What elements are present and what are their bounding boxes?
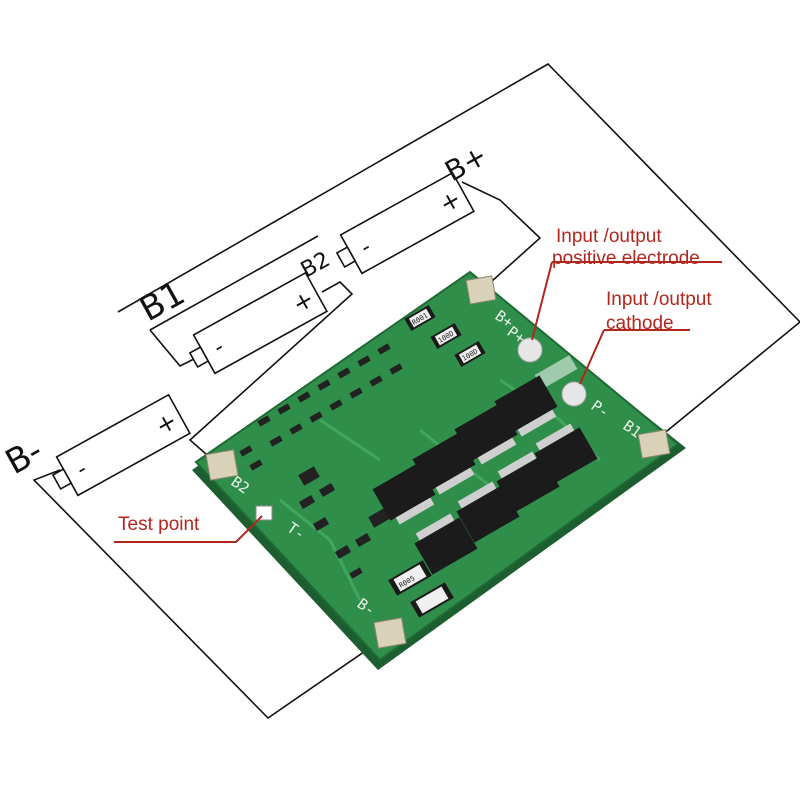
- wire-b2-to-pad: [188, 281, 354, 469]
- mosfet-group: [372, 375, 598, 575]
- mosfet: [456, 481, 520, 543]
- resistor-bottom-1: R005: [388, 560, 432, 596]
- pad-b-minus: [373, 617, 407, 649]
- smd-components: [239, 343, 403, 579]
- battery-cell-2: - +: [188, 271, 328, 375]
- pad-b2: [205, 449, 239, 481]
- mosfet: [496, 451, 560, 513]
- mosfet: [534, 423, 598, 485]
- callout-cathode-line2: cathode: [606, 313, 674, 334]
- wire-b1-bar: [149, 235, 319, 331]
- battery-cell-3: - +: [335, 171, 475, 275]
- callout-line-positive: [531, 261, 553, 341]
- wire-b1-to-pad: [655, 321, 800, 441]
- pad-p-minus: [561, 381, 587, 407]
- mosfet: [412, 433, 476, 495]
- label-b-minus: B-: [0, 431, 49, 483]
- callout-line-cathode: [579, 329, 605, 385]
- pcb-board: B+ P+ P- B1 B2 B- T- R001 100D 100D R005: [192, 270, 686, 670]
- pad-b1: [637, 429, 671, 459]
- mosfet: [414, 513, 478, 575]
- label-b1: B1: [133, 273, 192, 330]
- wire-b1-junction: [149, 329, 201, 367]
- mosfet: [372, 463, 436, 525]
- callout-line-test: [114, 515, 263, 543]
- wire-b-plus-to-pad: [461, 181, 542, 291]
- callout-positive-line1: Input /output: [556, 226, 662, 247]
- resistor-bottom-2: [410, 582, 454, 618]
- wire-group: [32, 62, 800, 720]
- battery-cell-1: - +: [51, 393, 191, 497]
- mosfet: [454, 403, 518, 465]
- resistor-top-3: 100D: [454, 340, 486, 368]
- pad-test-point: [255, 505, 273, 521]
- mosfet: [494, 375, 558, 437]
- pad-b-plus: [465, 275, 497, 305]
- resistor-top-1: R001: [404, 304, 436, 332]
- resistor-top-2: 100D: [430, 322, 462, 350]
- pad-grid: [534, 355, 578, 389]
- callout-lines: [114, 261, 722, 543]
- wire-b-minus: [32, 469, 391, 720]
- callout-cathode-line1: Input /output: [606, 289, 712, 310]
- callout-positive-line2: positive electrode: [552, 248, 700, 269]
- pad-p-plus: [517, 337, 543, 363]
- callout-test-point: Test point: [118, 514, 200, 535]
- wire-b1-outer: [117, 62, 800, 323]
